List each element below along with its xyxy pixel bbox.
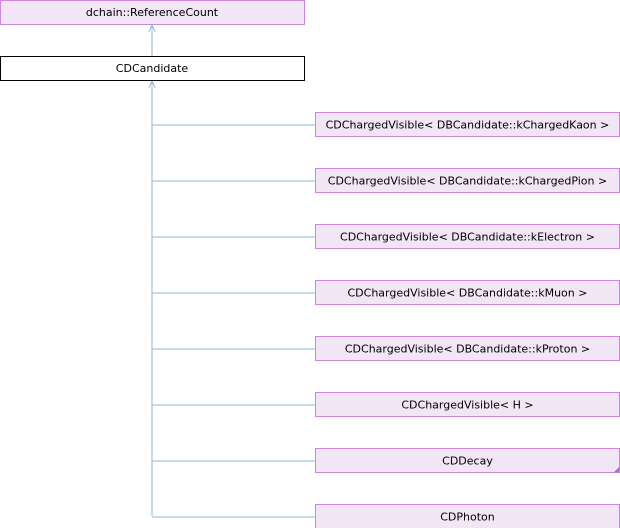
node-dchain-referencecount[interactable]: dchain::ReferenceCount (0, 0, 305, 25)
node-cdcandidate[interactable]: CDCandidate (0, 56, 305, 81)
node-label: CDCandidate (116, 62, 189, 75)
node-label: CDPhoton (440, 511, 495, 524)
node-box (315, 168, 620, 193)
child-node[interactable]: CDChargedVisible< DBCandidate::kMuon > (315, 280, 620, 305)
node-box (315, 336, 620, 361)
child-node[interactable]: CDDecay (315, 448, 620, 473)
node-label: CDChargedVisible< DBCandidate::kElectron… (340, 231, 595, 244)
node-box (315, 392, 620, 417)
node-label: CDDecay (442, 455, 493, 468)
node-box (315, 280, 620, 305)
child-node[interactable]: CDChargedVisible< DBCandidate::kElectron… (315, 224, 620, 249)
node-label: CDChargedVisible< DBCandidate::kMuon > (348, 287, 588, 300)
more-children-marker (613, 466, 620, 473)
node-box (315, 224, 620, 249)
child-node[interactable]: CDChargedVisible< H > (315, 392, 620, 417)
node-label: dchain::ReferenceCount (86, 6, 219, 19)
node-label: CDChargedVisible< DBCandidate::kChargedK… (326, 119, 610, 132)
child-node[interactable]: CDChargedVisible< DBCandidate::kChargedP… (315, 168, 620, 193)
child-node[interactable]: CDChargedVisible< DBCandidate::kChargedK… (315, 112, 620, 137)
node-label: CDChargedVisible< DBCandidate::kChargedP… (328, 175, 607, 188)
node-box (315, 448, 620, 473)
edges (152, 25, 316, 518)
child-nodes: CDChargedVisible< DBCandidate::kChargedK… (315, 112, 620, 528)
child-node[interactable]: CDChargedVisible< DBCandidate::kProton > (315, 336, 620, 361)
node-label: CDChargedVisible< DBCandidate::kProton > (345, 343, 590, 356)
child-node[interactable]: CDPhoton (315, 504, 620, 528)
node-label: CDChargedVisible< H > (401, 399, 533, 412)
node-box (315, 112, 620, 137)
